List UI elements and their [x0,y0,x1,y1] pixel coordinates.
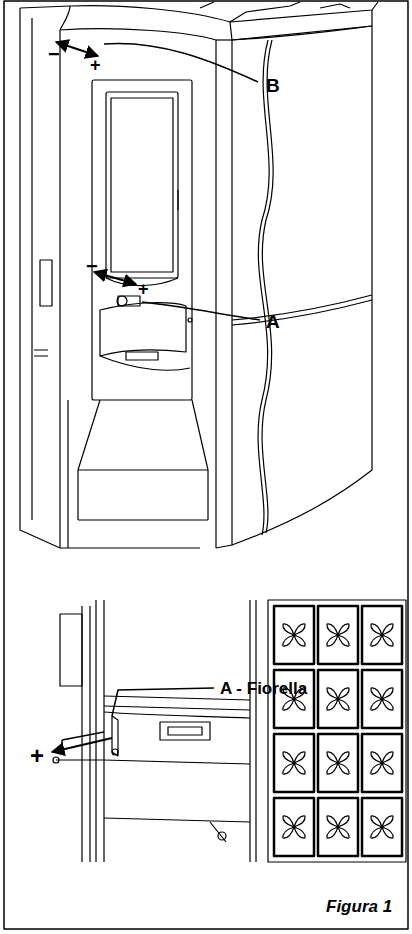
flower-ornament [283,827,294,838]
adjust-arrow [56,42,98,56]
flower-ornament [382,688,393,699]
tile [318,798,358,856]
flower-ornament [371,752,382,763]
flower-ornament [327,635,338,646]
flower-ornament [283,699,294,710]
flower-ornament [382,752,393,763]
tile [274,670,314,728]
flower-ornament [327,688,338,699]
flower-ornament [338,827,349,838]
tile [362,798,402,856]
flower-ornament [338,763,349,774]
minus-sign: − [86,256,98,276]
plus-sign: + [138,280,149,298]
tile [274,606,314,664]
flower-ornament [327,624,338,635]
flower-ornament [382,699,393,710]
flower-ornament [371,816,382,827]
flower-ornament [371,688,382,699]
leader-line [104,43,258,82]
flower-ornament [294,827,305,838]
callout-letter: A [266,312,280,331]
tile [362,670,402,728]
flower-ornament [371,827,382,838]
flower-ornament [294,752,305,763]
plus-sign: + [90,56,101,74]
fiorella-detail [52,600,406,862]
flower-ornament [382,816,393,827]
flower-ornament [294,699,305,710]
flower-ornament [283,816,294,827]
tile [362,606,402,664]
flower-ornament [327,752,338,763]
flower-ornament [338,688,349,699]
flower-ornament [338,816,349,827]
flower-ornament [338,635,349,646]
flower-ornament [338,699,349,710]
flower-ornament [294,635,305,646]
plus-sign: + [30,744,44,768]
stove-body [20,2,378,548]
callout-letter: B [266,76,280,95]
tile-pattern [274,606,402,856]
tile [318,670,358,728]
flower-ornament [371,699,382,710]
flower-ornament [382,827,393,838]
flower-ornament [382,763,393,774]
callout-label: A - Fiorella [220,680,307,697]
flower-ornament [327,827,338,838]
flower-ornament [327,699,338,710]
flower-ornament [382,624,393,635]
tile [318,606,358,664]
adjust-arrow [94,272,136,284]
flower-ornament [283,624,294,635]
flower-ornament [338,752,349,763]
tile [318,734,358,792]
leader-line [142,302,260,320]
flower-ornament [294,624,305,635]
flower-ornament [294,816,305,827]
flower-ornament [371,763,382,774]
minus-sign: − [48,44,60,64]
tile [362,734,402,792]
flower-ornament [283,752,294,763]
flower-ornament [338,624,349,635]
flower-ornament [327,816,338,827]
tile [274,798,314,856]
flower-ornament [294,763,305,774]
figure-caption: Figura 1 [326,898,392,915]
figure-frame [4,1,408,929]
leader-line [112,688,214,716]
flower-ornament [283,763,294,774]
flower-ornament [371,624,382,635]
flower-ornament [371,635,382,646]
flower-ornament [283,635,294,646]
flower-ornament [327,763,338,774]
tile [274,734,314,792]
flower-ornament [382,635,393,646]
